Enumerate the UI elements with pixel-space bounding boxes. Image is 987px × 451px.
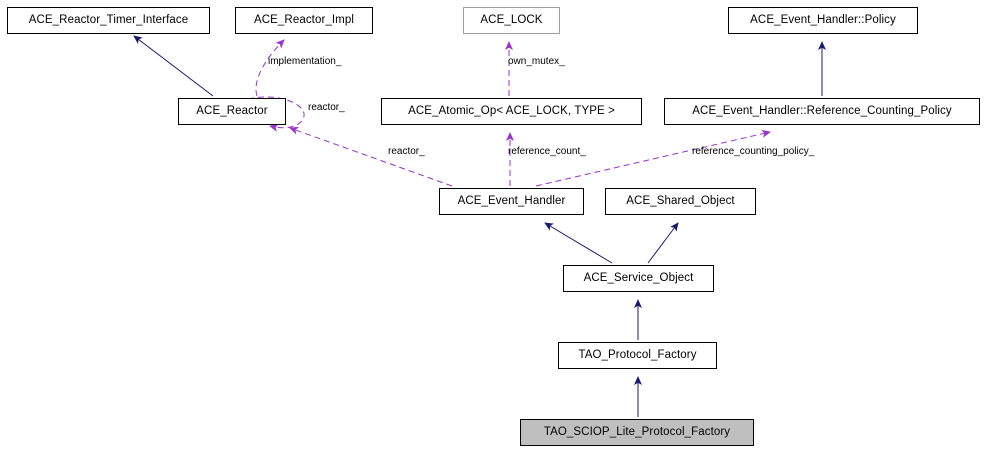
class-label: ACE_Event_Handler — [457, 194, 566, 207]
class-node-ace-atomic-op[interactable]: ACE_Atomic_Op< ACE_LOCK, TYPE > — [381, 98, 642, 125]
edge-event-handler-to-rcp — [535, 129, 771, 187]
edge-label-reference-count: reference_count_ — [508, 146, 586, 157]
edge-service-object-to-shared-object — [647, 222, 679, 264]
class-label: ACE_Reactor_Timer_Interface — [28, 13, 189, 26]
edge-event-handler-to-reactor — [289, 126, 453, 187]
class-node-ace-service-object[interactable]: ACE_Service_Object — [563, 265, 714, 292]
class-label: ACE_Event_Handler::Policy — [750, 13, 896, 26]
class-label: ACE_LOCK — [480, 13, 543, 26]
class-node-ace-event-handler-reference-counting-policy[interactable]: ACE_Event_Handler::Reference_Counting_Po… — [664, 98, 980, 125]
class-node-ace-reactor-timer-interface[interactable]: ACE_Reactor_Timer_Interface — [7, 7, 210, 34]
class-node-ace-event-handler-policy[interactable]: ACE_Event_Handler::Policy — [728, 7, 918, 34]
class-label: ACE_Shared_Object — [626, 194, 735, 207]
class-label: TAO_SCIOP_Lite_Protocol_Factory — [543, 425, 731, 438]
edge-reactor-to-reactor-impl — [255, 39, 285, 97]
class-node-ace-reactor-impl[interactable]: ACE_Reactor_Impl — [235, 7, 373, 34]
class-label: ACE_Atomic_Op< ACE_LOCK, TYPE > — [408, 104, 615, 117]
edge-reactor-self-loop — [247, 96, 305, 132]
class-node-ace-reactor[interactable]: ACE_Reactor — [178, 98, 286, 125]
edge-label-implementation: implementation_ — [268, 56, 342, 67]
class-node-ace-event-handler[interactable]: ACE_Event_Handler — [439, 188, 584, 215]
class-label: ACE_Reactor_Impl — [253, 13, 355, 26]
edge-label-own-mutex: own_mutex_ — [508, 56, 565, 67]
class-node-ace-lock[interactable]: ACE_LOCK — [463, 7, 560, 34]
class-label: ACE_Service_Object — [583, 271, 694, 284]
class-label: ACE_Reactor — [196, 104, 268, 117]
class-node-tao-sciop-lite-protocol-factory[interactable]: TAO_SCIOP_Lite_Protocol_Factory — [520, 419, 754, 446]
edge-label-reactor-event-handler: reactor_ — [388, 146, 425, 157]
edge-reactor-to-timer-interface — [133, 35, 214, 97]
class-label: ACE_Event_Handler::Reference_Counting_Po… — [692, 104, 952, 117]
edge-service-object-to-event-handler — [544, 222, 613, 264]
class-label: TAO_Protocol_Factory — [578, 348, 697, 361]
edge-label-reactor-self: reactor_ — [308, 102, 345, 113]
class-node-tao-protocol-factory[interactable]: TAO_Protocol_Factory — [558, 342, 717, 369]
class-node-ace-shared-object[interactable]: ACE_Shared_Object — [605, 188, 756, 215]
edge-label-reference-counting-policy: reference_counting_policy_ — [692, 146, 815, 157]
